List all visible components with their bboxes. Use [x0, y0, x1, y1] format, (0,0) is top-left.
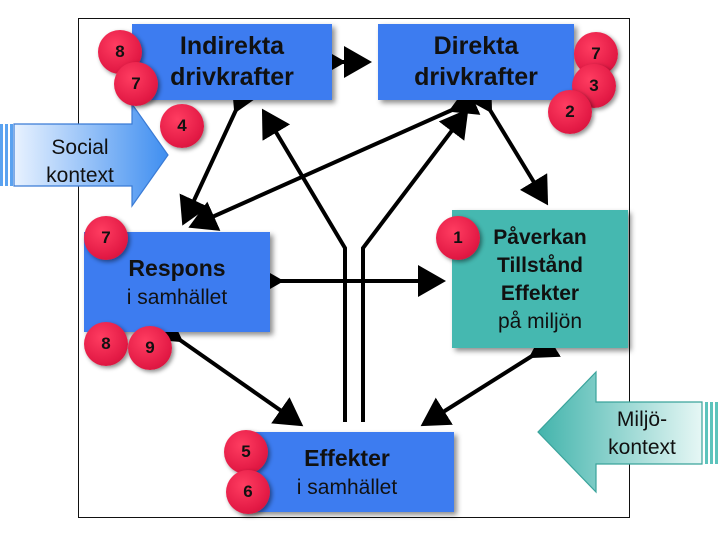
direct-drivers-line1: Direkta	[433, 32, 519, 60]
response-line1: Respons	[128, 255, 226, 281]
badge-response-9: 9	[128, 326, 172, 370]
indirect-drivers-line2: drivkrafter	[170, 63, 294, 91]
badge-effects-5: 5	[224, 430, 268, 474]
badge-effects-6: 6	[226, 470, 270, 514]
diagram-frame	[78, 18, 630, 518]
pressure-state-impact-box: Påverkan Tillstånd Effekter på miljön	[452, 210, 628, 348]
pressure-line4: på miljön	[497, 309, 583, 333]
badge-pressure-1: 1	[436, 216, 480, 260]
pressure-line3: Effekter	[500, 281, 580, 305]
social-context-line2: kontext	[46, 164, 114, 187]
response-box: Respons i samhället	[84, 232, 270, 332]
environment-context-line1: Miljö-	[616, 408, 668, 431]
social-context-line1: Social	[51, 136, 109, 159]
effects-line2: i samhället	[296, 476, 398, 499]
effects-line1: Effekter	[304, 445, 390, 471]
badge-indirect-4: 4	[160, 104, 204, 148]
pressure-line1: Påverkan	[493, 225, 587, 249]
societal-effects-box: Effekter i samhället	[240, 432, 454, 512]
indirect-drivers-box: Indirekta drivkrafter	[132, 24, 332, 100]
direct-drivers-line2: drivkrafter	[414, 63, 538, 91]
badge-response-8: 8	[84, 322, 128, 366]
direct-drivers-box: Direkta drivkrafter	[378, 24, 574, 100]
pressure-line2: Tillstånd	[497, 253, 583, 277]
environment-context-label: Miljö- kontext	[592, 406, 692, 462]
environment-context-line2: kontext	[608, 436, 676, 459]
badge-response-7: 7	[84, 216, 128, 260]
social-context-arrow	[0, 102, 169, 208]
indirect-drivers-line1: Indirekta	[179, 32, 285, 60]
social-context-label: Social kontext	[30, 134, 130, 190]
badge-direct-2: 2	[548, 90, 592, 134]
badge-direct-3: 3	[572, 64, 616, 108]
environment-context-arrow	[537, 370, 718, 494]
badge-indirect-7: 7	[114, 62, 158, 106]
flow-arrows	[151, 46, 561, 427]
response-line2: i samhället	[126, 286, 228, 309]
